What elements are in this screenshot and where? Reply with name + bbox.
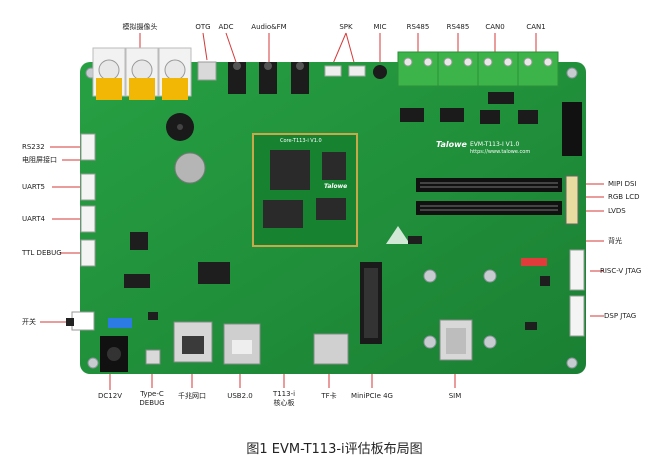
label-backlight: 背光 (608, 237, 622, 245)
label-minipcie-4g: MiniPCIe 4G (351, 392, 393, 400)
figure-caption: 图1 EVM-T113-i评估板布局图 (246, 442, 423, 457)
label-riscv-jtag: RISC-V JTAG (600, 267, 642, 275)
label-otg: OTG (195, 23, 211, 31)
label-gigabit-eth: 千兆网口 (178, 392, 206, 400)
label-adc: ADC (218, 23, 234, 31)
label-rgb-lcd: RGB LCD (608, 193, 640, 201)
rca-jacks (92, 47, 192, 100)
label-sim: SIM (448, 392, 462, 400)
label-can1: CAN1 (526, 23, 546, 31)
label-switch: 开关 (22, 318, 36, 326)
label-analog-camera: 模拟摄像头 (122, 23, 158, 31)
label-audio-fm: Audio&FM (251, 23, 287, 31)
silk-core-brand: Talowe (324, 183, 348, 190)
label-typec-debug: Type-C DEBUG (139, 390, 165, 407)
silk-model: EVM-T113-I V1.0 (470, 141, 520, 148)
label-dsp-jtag: DSP JTAG (604, 312, 637, 320)
label-resistive-touch: 电阻屏接口 (22, 156, 57, 164)
label-rs485-2: RS485 (446, 23, 470, 31)
label-ttl-debug: TTL DEBUG (22, 249, 62, 257)
silk-core-model: Core-T113-i V1.0 (280, 138, 322, 144)
label-tf-card: TF卡 (321, 392, 337, 400)
label-spk: SPK (339, 23, 353, 31)
label-lvds: LVDS (608, 207, 626, 215)
label-usb20: USB2.0 (227, 392, 253, 400)
label-core-board: T113-i 核心板 (272, 390, 296, 407)
label-mipi-dsi: MIPI DSI (608, 180, 637, 188)
label-can0: CAN0 (485, 23, 505, 31)
label-rs232: RS232 (22, 143, 45, 151)
silk-url: https://www.talowe.com (470, 149, 531, 155)
label-rs485-1: RS485 (406, 23, 430, 31)
label-dc12v: DC12V (98, 392, 122, 400)
terminal-blocks (397, 51, 559, 87)
label-mic: MIC (373, 23, 387, 31)
label-uart4: UART4 (22, 215, 45, 223)
silk-brand: Talowe (436, 140, 467, 149)
label-uart5: UART5 (22, 183, 45, 191)
